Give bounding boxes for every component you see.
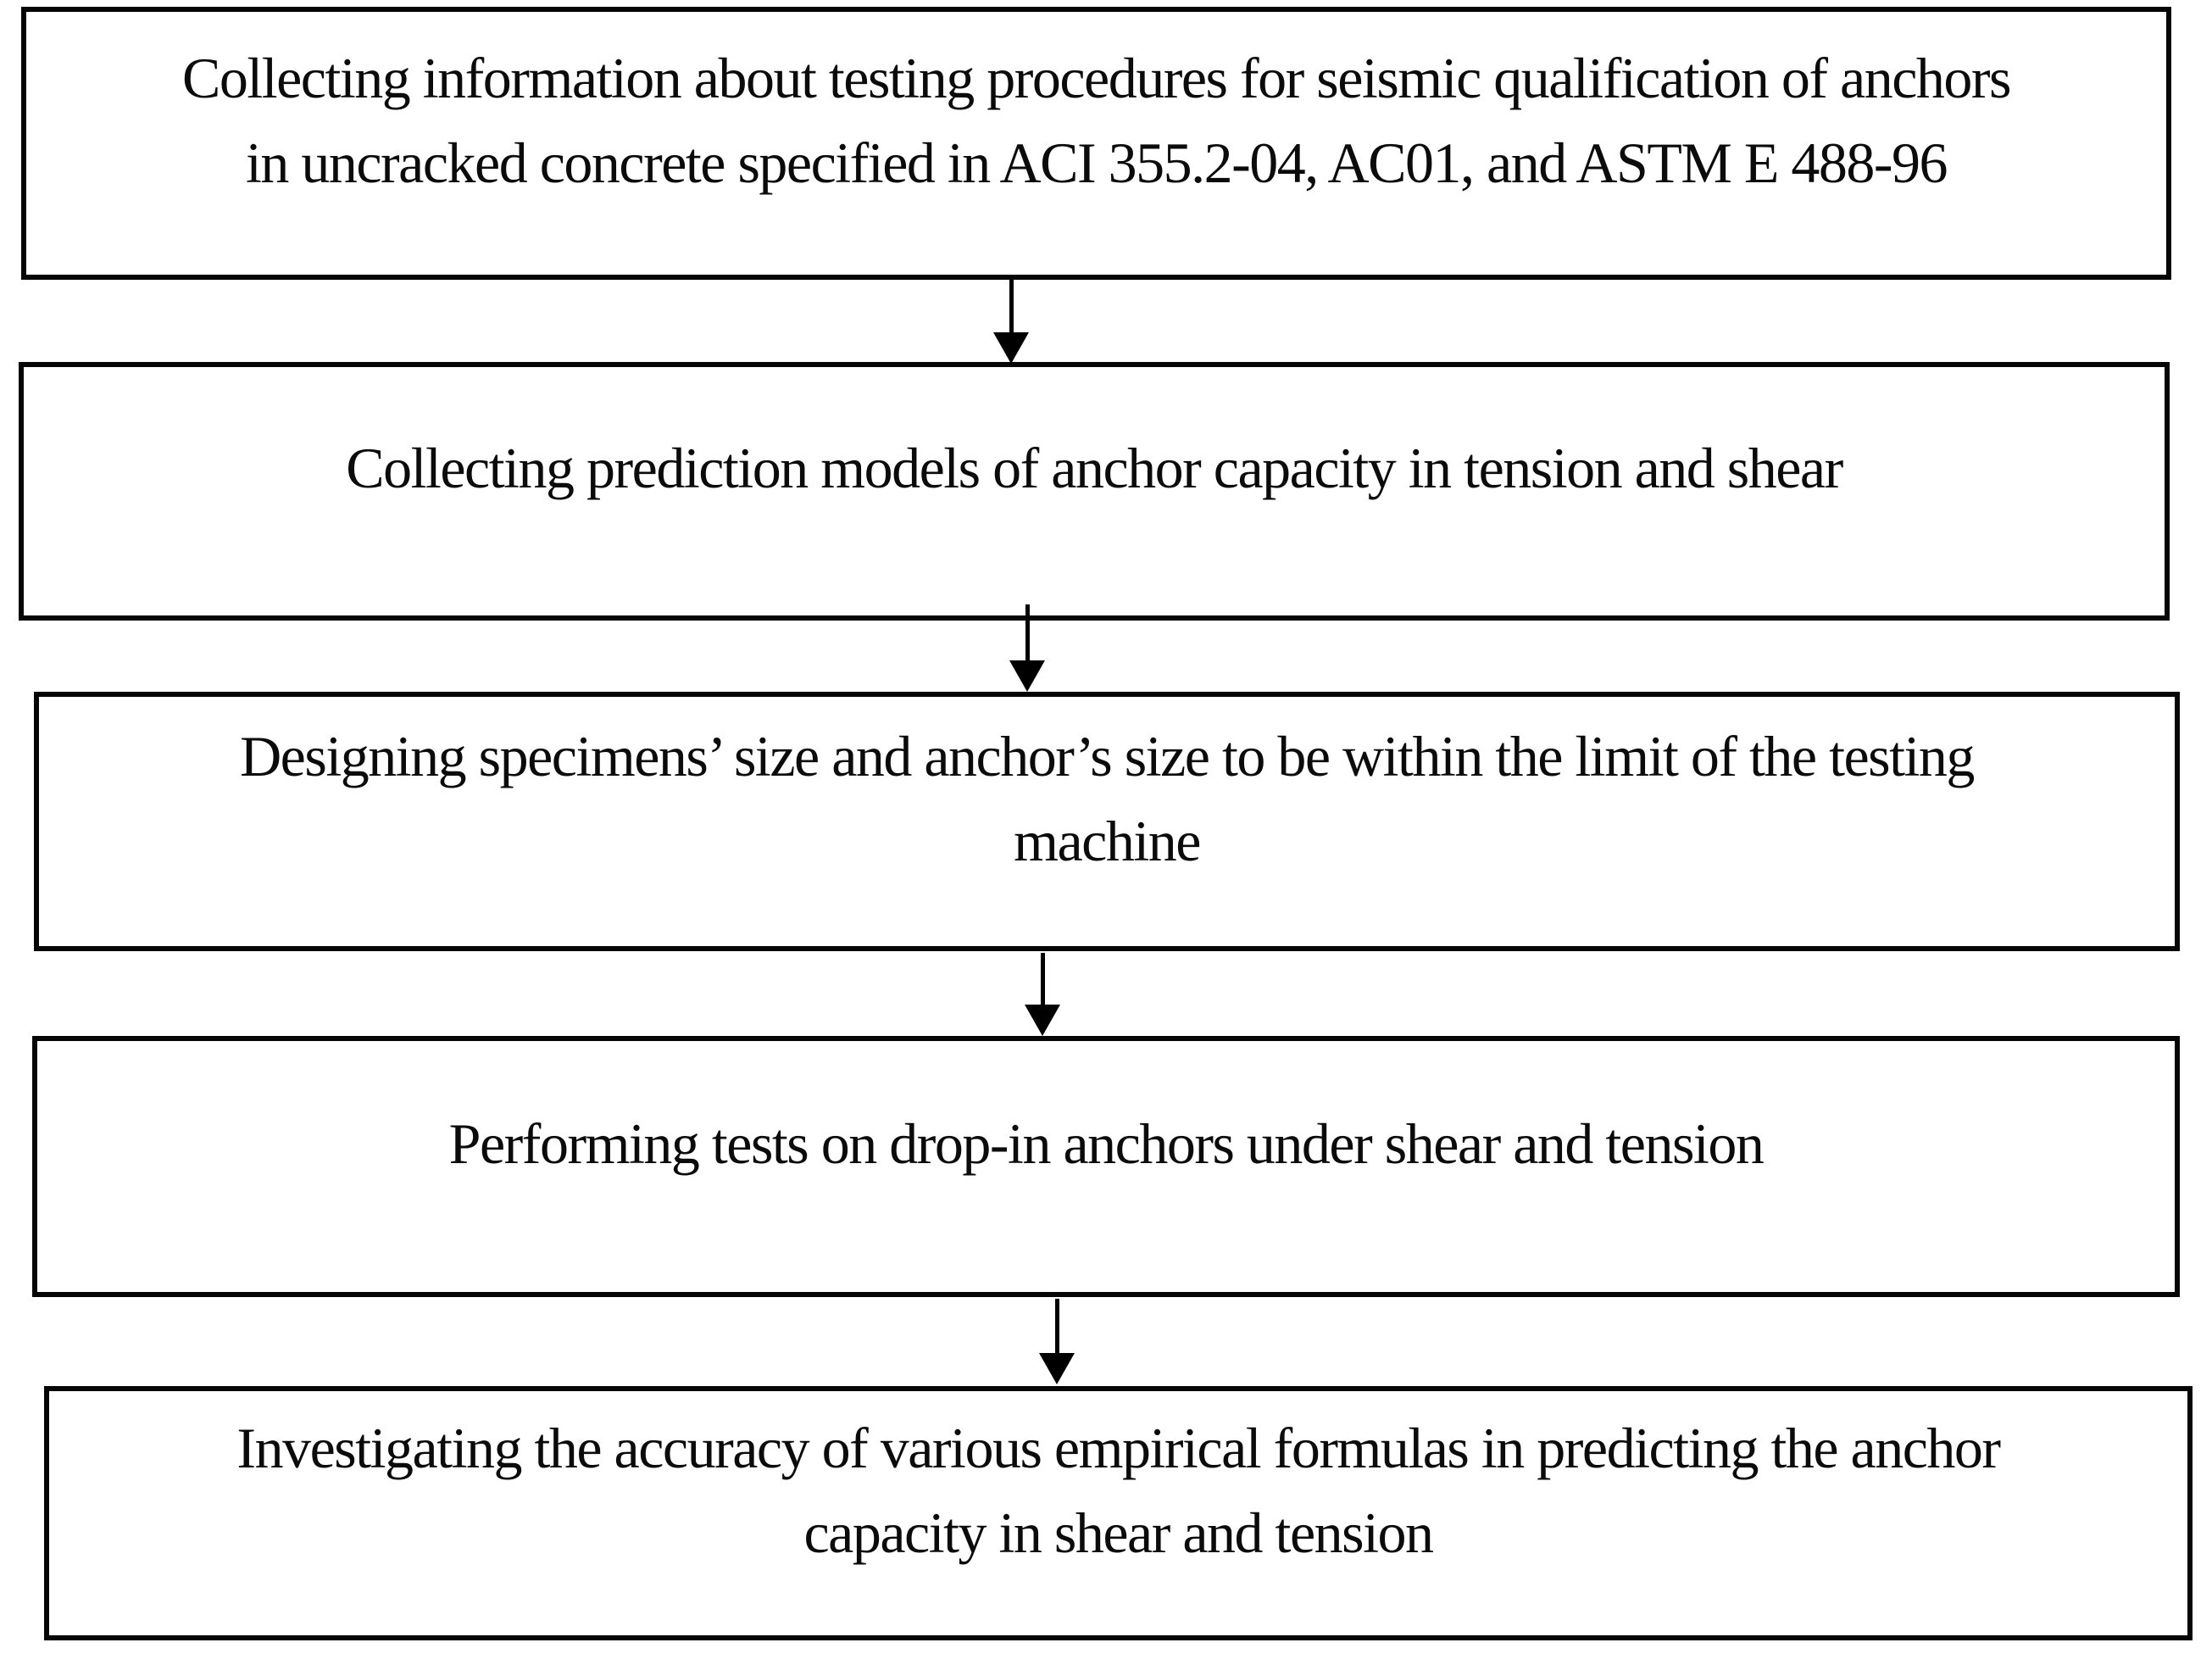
connector-arrow-1	[992, 280, 1030, 364]
arrow-shaft	[1040, 953, 1045, 1006]
flow-step-2: Collecting prediction models of anchor c…	[19, 362, 2170, 621]
flow-step-1-line-2: in uncracked concrete specified in ACI 3…	[245, 130, 1948, 195]
flow-step-3: Designing specimens’ size and anchor’s s…	[34, 692, 2180, 951]
flow-step-4-line-1: Performing tests on drop-in anchors unde…	[448, 1111, 1765, 1176]
connector-arrow-2	[1009, 604, 1046, 692]
connector-arrow-4	[1038, 1299, 1075, 1384]
flow-step-2-line-1: Collecting prediction models of anchor c…	[346, 436, 1843, 500]
arrow-shaft	[1025, 604, 1030, 662]
arrow-head-down-icon	[1009, 660, 1045, 692]
flow-step-4: Performing tests on drop-in anchors unde…	[32, 1036, 2180, 1297]
flow-step-5-line-1: Investigating the accuracy of various em…	[236, 1415, 2001, 1480]
arrow-shaft	[1054, 1299, 1059, 1355]
arrow-head-down-icon	[1025, 1005, 1060, 1036]
arrow-head-down-icon	[993, 332, 1029, 364]
connector-arrow-3	[1024, 953, 1061, 1036]
flow-step-5-line-2: capacity in shear and tension	[803, 1500, 1435, 1565]
flow-step-1-line-1: Collecting information about testing pro…	[181, 45, 2012, 110]
flow-step-5: Investigating the accuracy of various em…	[44, 1386, 2193, 1640]
flow-step-3-line-2: machine	[1014, 808, 1201, 873]
flow-step-1: Collecting information about testing pro…	[21, 7, 2171, 280]
flow-step-3-line-1: Designing specimens’ size and anchor’s s…	[240, 723, 1975, 788]
arrow-shaft	[1009, 280, 1014, 334]
arrow-head-down-icon	[1039, 1353, 1075, 1384]
